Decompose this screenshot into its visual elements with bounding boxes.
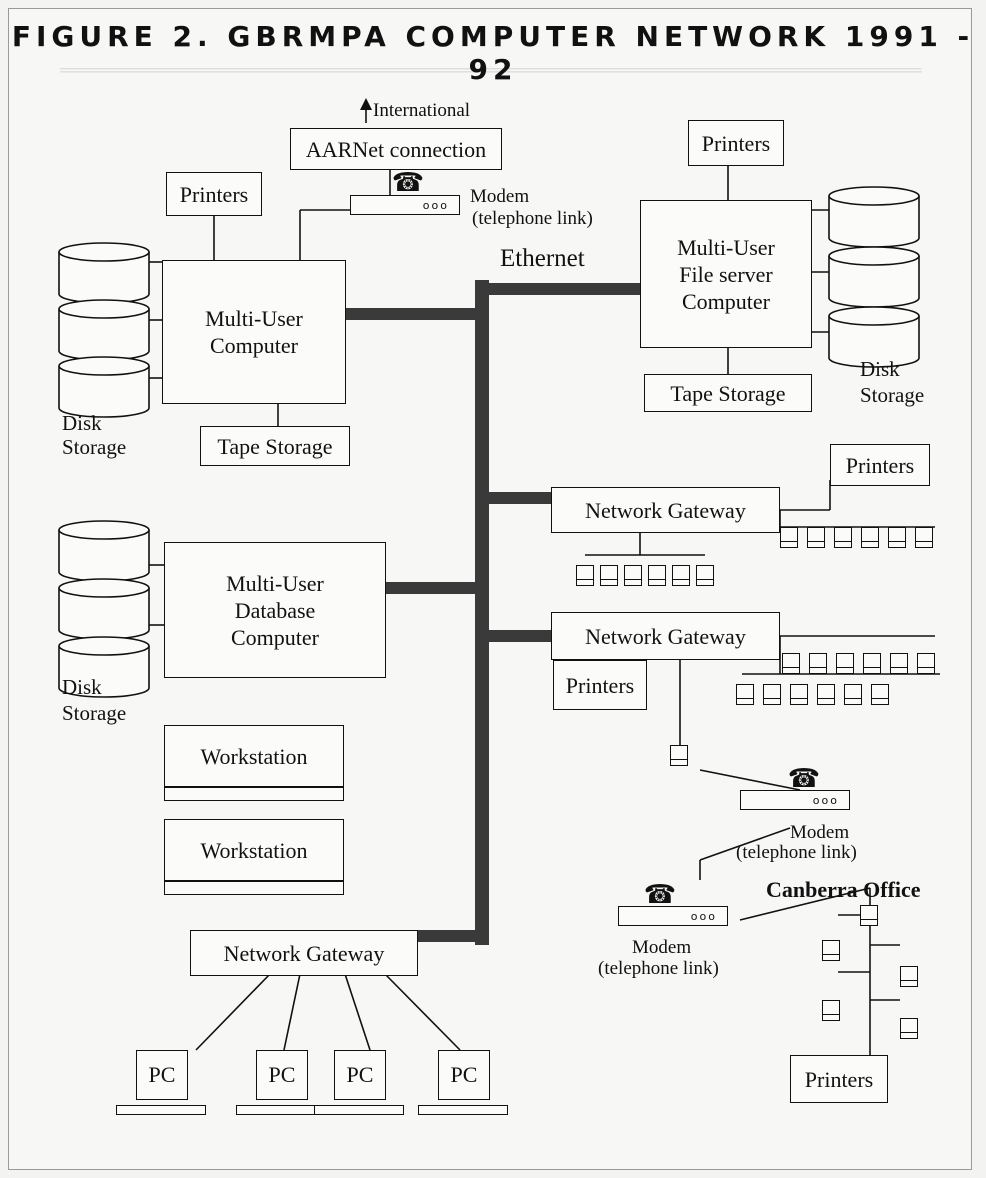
computer-terminal-icon <box>624 565 642 586</box>
modem-top-telephone-label: (telephone link) <box>472 208 593 229</box>
disk-cylinder-icon <box>58 242 150 304</box>
computer-terminal-icon <box>817 684 835 705</box>
workstation-keyboard-1 <box>164 787 344 801</box>
computer-terminal-icon <box>736 684 754 705</box>
computer-terminal-icon <box>809 653 827 674</box>
computer-terminal-icon <box>670 745 688 766</box>
computer-terminal-icon <box>863 653 881 674</box>
computer-terminal-icon <box>836 653 854 674</box>
modem-top: ooo <box>350 195 460 215</box>
pc-monitor: PC <box>438 1050 490 1100</box>
computer-terminal-icon <box>648 565 666 586</box>
pc-monitor: PC <box>256 1050 308 1100</box>
ethernet-label: Ethernet <box>500 245 585 272</box>
computer-terminal-icon <box>696 565 714 586</box>
telephone-icon: ☎ <box>391 168 425 198</box>
computer-terminal-icon <box>576 565 594 586</box>
computer-terminal-icon <box>844 684 862 705</box>
disk-label-1: Disk <box>62 411 102 435</box>
printers-box-left: Printers <box>166 172 262 216</box>
computer-terminal-icon <box>822 1000 840 1021</box>
telephone-icon: ☎ <box>787 764 821 794</box>
tape-storage-left-box: Tape Storage <box>200 426 350 466</box>
disk-cylinder-icon <box>828 186 920 248</box>
telephone-icon: ☎ <box>643 880 677 910</box>
computer-terminal-icon <box>780 527 798 548</box>
network-gateway-box-3: Network Gateway <box>190 930 418 976</box>
tape-storage-right-box: Tape Storage <box>644 374 812 412</box>
disk-cylinder-icon <box>58 636 150 698</box>
canberra-office-label: Canberra Office <box>766 877 921 902</box>
computer-terminal-icon <box>782 653 800 674</box>
disk-cylinder-icon <box>828 246 920 308</box>
computer-terminal-icon <box>900 1018 918 1039</box>
computer-terminal-icon <box>890 653 908 674</box>
disk-label-3: Disk <box>62 675 102 699</box>
ethernet-backbone <box>345 280 641 945</box>
modem-middle-label: Modem <box>790 822 850 843</box>
modem-canberra: ooo <box>618 906 728 926</box>
pc-monitor: PC <box>136 1050 188 1100</box>
aarnet-connection-box: AARNet connection <box>290 128 502 170</box>
pc-monitor: PC <box>334 1050 386 1100</box>
computer-terminal-icon <box>871 684 889 705</box>
storage-label-1: Storage <box>62 435 127 459</box>
printers-box-top-right: Printers <box>688 120 784 166</box>
printers-box-gateway-2: Printers <box>553 660 647 710</box>
arrow-up-icon <box>360 98 372 110</box>
computer-terminal-icon <box>834 527 852 548</box>
workstation-box-1: Workstation <box>164 725 344 787</box>
network-gateway-box-1: Network Gateway <box>551 487 780 533</box>
disk-cylinder-icon <box>58 356 150 418</box>
network-gateway-box-2: Network Gateway <box>551 612 780 660</box>
figure-title: FIGURE 2. GBRMPA COMPUTER NETWORK 1991 -… <box>11 20 975 86</box>
modem-middle: ooo <box>740 790 850 810</box>
workstation-box-2: Workstation <box>164 819 344 881</box>
storage-label-3: Storage <box>62 701 127 725</box>
modem-middle-telephone-label: (telephone link) <box>736 842 857 863</box>
computer-terminal-icon <box>917 653 935 674</box>
computer-terminal-icon <box>672 565 690 586</box>
computer-terminal-icon <box>860 905 878 926</box>
modem-top-label: Modem <box>470 186 530 207</box>
international-label: International <box>373 100 471 121</box>
workstation-keyboard-2 <box>164 881 344 895</box>
disk-cylinder-icon <box>58 299 150 361</box>
storage-label-2: Storage <box>860 383 925 407</box>
computer-terminal-icon <box>915 527 933 548</box>
disk-label-2: Disk <box>860 357 900 381</box>
modem-canberra-telephone-label: (telephone link) <box>598 958 719 979</box>
computer-terminal-icon <box>822 940 840 961</box>
computer-terminal-icon <box>900 966 918 987</box>
disk-cylinder-icon <box>58 520 150 582</box>
disk-cylinder-icon <box>58 578 150 640</box>
computer-terminal-icon <box>888 527 906 548</box>
computer-terminal-icon <box>600 565 618 586</box>
printers-box-canberra: Printers <box>790 1055 888 1103</box>
computer-terminal-icon <box>790 684 808 705</box>
printers-box-gateway-1: Printers <box>830 444 930 486</box>
computer-terminal-icon <box>807 527 825 548</box>
computer-terminal-icon <box>763 684 781 705</box>
computer-terminal-icon <box>861 527 879 548</box>
disk-cylinder-icon <box>828 306 920 368</box>
modem-canberra-label: Modem <box>632 937 692 958</box>
